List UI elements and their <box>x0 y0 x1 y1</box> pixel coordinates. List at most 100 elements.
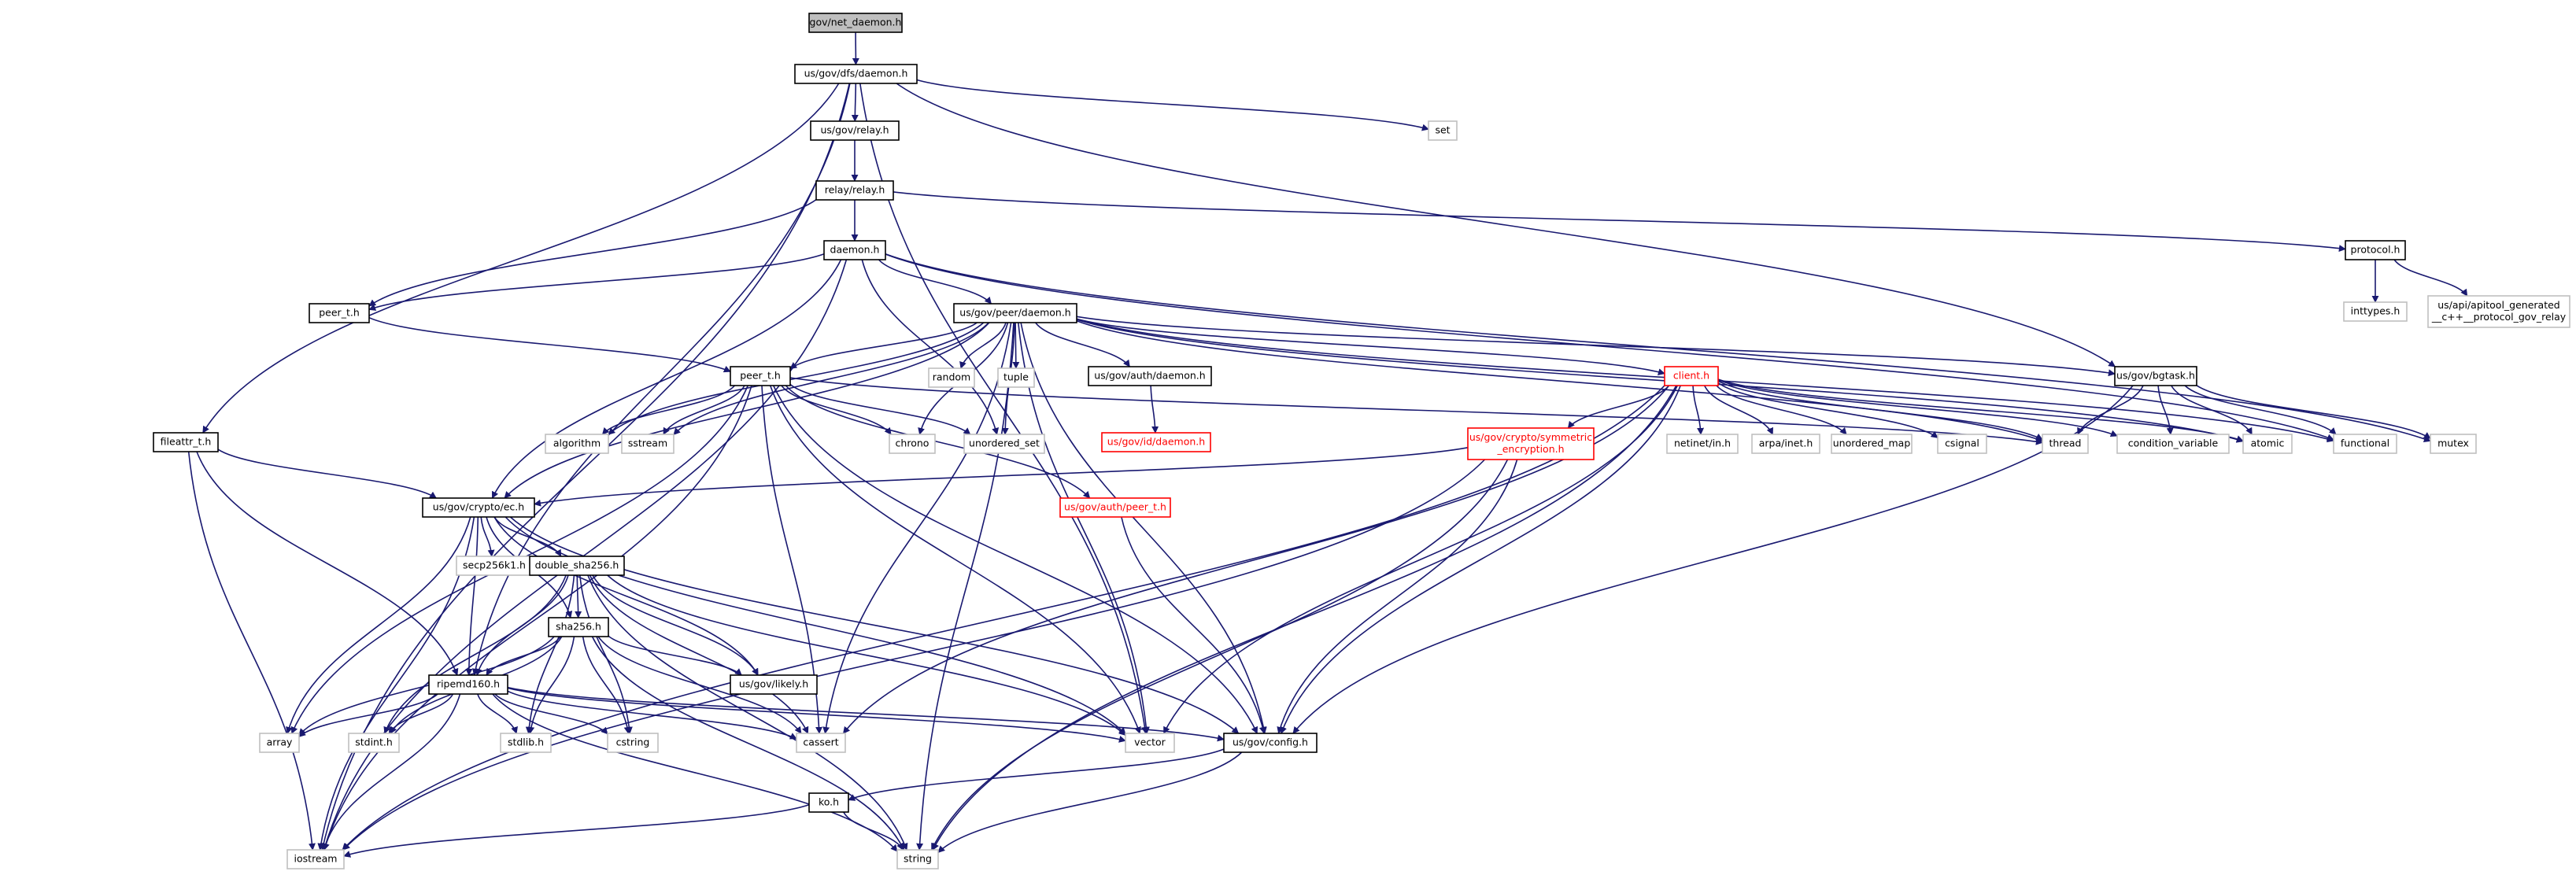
edge-line <box>937 751 1243 854</box>
node-box <box>545 434 609 454</box>
edge-dfs-to-bgtask <box>896 83 2116 367</box>
node-sstream: sstream <box>621 434 674 454</box>
node-relay-relay[interactable]: relay/relay.h <box>815 180 894 201</box>
edge-client-to-sym_enc <box>1567 385 1670 429</box>
edge-line <box>1150 385 1159 434</box>
node-daemon[interactable]: daemon.h <box>823 240 886 260</box>
edge-sha-to-array <box>298 636 555 736</box>
node-label: us/gov/likely.h <box>739 678 808 690</box>
node-label: us/api/apitool_generated <box>2437 299 2559 311</box>
node-label: us/gov/config.h <box>1233 737 1308 748</box>
node-ripemd[interactable]: ripemd160.h <box>428 674 508 695</box>
edge-line <box>2184 385 2337 435</box>
node-dfs[interactable]: us/gov/dfs/daemon.h <box>794 64 918 84</box>
node-root[interactable]: gov/net_daemon.h <box>808 13 903 33</box>
node-label: tuple <box>1003 371 1029 383</box>
node-box <box>1664 366 1719 386</box>
edge-dsha-to-vector <box>607 574 1126 737</box>
node-set: set <box>1428 120 1458 141</box>
node-label: us/gov/peer/daemon.h <box>959 307 1070 319</box>
edge-line <box>575 574 582 618</box>
edge-line <box>597 636 802 734</box>
node-box <box>796 733 846 753</box>
edge-line <box>320 83 850 851</box>
edge-line <box>1018 322 1150 734</box>
node-likely[interactable]: us/gov/likely.h <box>730 674 818 695</box>
node-bgtask[interactable]: us/gov/bgtask.h <box>2114 366 2197 386</box>
edge-peer_t-to-config <box>772 385 1258 734</box>
edge-line <box>591 636 905 851</box>
edge-line <box>343 804 810 858</box>
edge-line <box>785 385 1091 499</box>
node-box <box>1751 434 1820 454</box>
edge-line <box>769 385 1141 734</box>
edge-bgtask-to-functional <box>2184 385 2337 435</box>
node-box <box>1125 733 1175 753</box>
node-client[interactable]: client.h <box>1664 366 1719 386</box>
edge-line <box>2157 385 2174 435</box>
node-dsha[interactable]: double_sha256.h <box>529 556 625 576</box>
edge-client-to-vector <box>1162 385 1679 734</box>
node-sym-enc[interactable]: us/gov/crypto/symmetric_encryption.h <box>1467 427 1595 460</box>
node-box <box>607 733 659 753</box>
node-label: client.h <box>1673 370 1709 382</box>
edge-peer_t-to-thread <box>789 377 2043 445</box>
edge-line <box>663 385 745 435</box>
node-string: string <box>896 849 939 869</box>
node-label: protocol.h <box>2351 244 2400 256</box>
node-box <box>896 849 939 869</box>
node-csignal: csignal <box>1937 434 1987 454</box>
node-chrono: chrono <box>889 434 936 454</box>
node-box <box>1937 434 1987 454</box>
edge-ripemd-to-string <box>492 693 898 852</box>
node-id-daemon[interactable]: us/gov/id/daemon.h <box>1101 432 1211 452</box>
edge-client-to-csignal <box>1717 382 1938 438</box>
edge-line <box>822 322 1012 734</box>
node-config[interactable]: us/gov/config.h <box>1223 733 1318 753</box>
edge-line <box>601 385 736 435</box>
node-auth-peer[interactable]: us/gov/auth/peer_t.h <box>1059 497 1171 518</box>
node-netinet: netinet/in.h <box>1666 434 1739 454</box>
edge-peer_daemon-to-cassert <box>822 322 1012 734</box>
edge-line <box>1717 380 2043 441</box>
node-protocol[interactable]: protocol.h <box>2345 240 2406 260</box>
edge-line <box>1162 385 1679 734</box>
node-relay-h[interactable]: us/gov/relay.h <box>810 120 900 141</box>
node-auth-daemon[interactable]: us/gov/auth/daemon.h <box>1088 366 1212 386</box>
edge-line <box>504 516 1126 735</box>
node-ec[interactable]: us/gov/crypto/ec.h <box>422 497 535 518</box>
node-peer-t[interactable]: peer_t.h <box>730 366 791 386</box>
node-label: us/gov/relay.h <box>820 124 889 136</box>
node-label: array <box>267 737 293 748</box>
node-label: _encryption.h <box>1496 443 1564 455</box>
edge-line <box>217 449 437 499</box>
node-stdlib: stdlib.h <box>500 733 552 753</box>
node-condvar: condition_variable <box>2116 434 2230 454</box>
edge-peer_daemon-to-peer_t <box>789 322 978 370</box>
node-box <box>997 367 1035 388</box>
edge-bgtask-to-condvar <box>2157 385 2174 435</box>
edge-bgtask-to-thread <box>2077 385 2144 435</box>
edge-line <box>1076 318 1665 375</box>
node-box <box>2242 434 2293 454</box>
node-peer-t-top[interactable]: peer_t.h <box>309 303 370 323</box>
node-peer-daemon[interactable]: us/gov/peer/daemon.h <box>953 303 1077 323</box>
edge-line <box>368 199 817 307</box>
node-label: daemon.h <box>830 244 880 256</box>
node-label: sha256.h <box>556 621 601 633</box>
node-ko[interactable]: ko.h <box>808 792 849 813</box>
edge-dfs-to-set <box>916 79 1429 131</box>
node-label: set <box>1435 124 1450 136</box>
node-sha[interactable]: sha256.h <box>548 617 609 637</box>
node-box <box>548 617 609 637</box>
edge-ec-to-likely <box>493 516 759 676</box>
node-fileattr[interactable]: fileattr_t.h <box>153 432 219 452</box>
edge-line <box>930 459 1509 851</box>
edge-line <box>534 447 1469 507</box>
edge-line <box>885 253 2334 441</box>
edge-line <box>1717 382 1938 438</box>
edge-line <box>1076 319 2043 442</box>
node-label: secp256k1.h <box>463 559 526 571</box>
edge-daemon-to-functional <box>885 253 2334 441</box>
node-box <box>529 556 625 576</box>
